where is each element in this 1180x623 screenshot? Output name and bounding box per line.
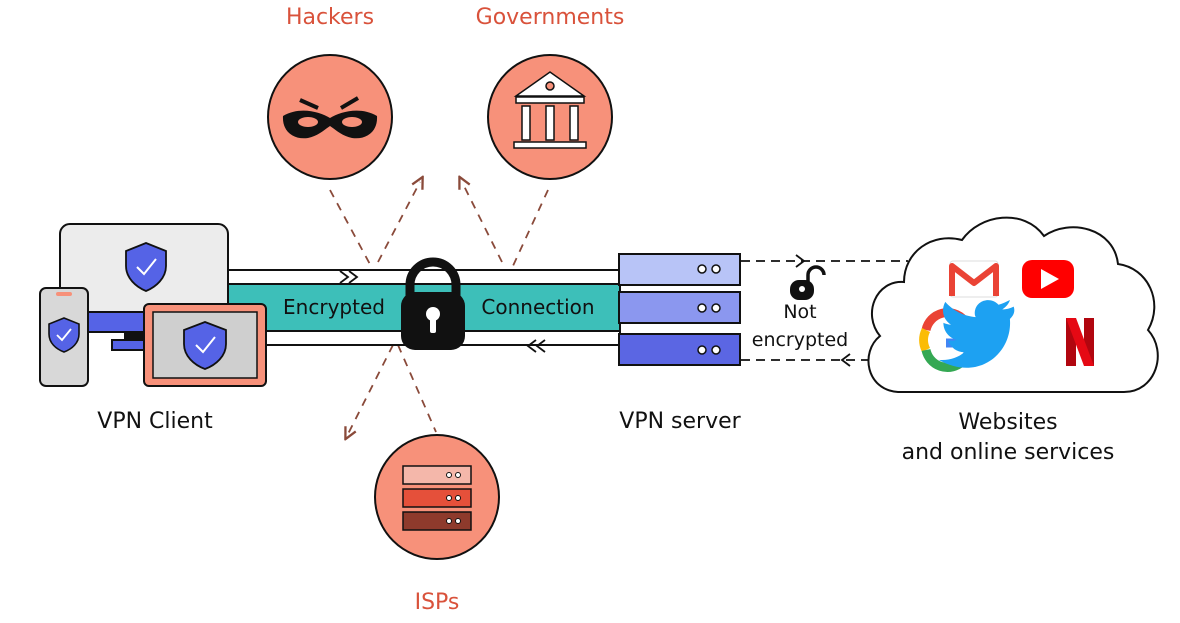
server-rack-icon [402,465,472,531]
masked-bandit-icon [282,96,378,139]
isp-arrow-out [397,344,437,433]
encrypted-label: Encrypted [283,295,385,319]
unencrypted-links [741,254,908,367]
interception-arrows [329,182,549,434]
vpn-client-devices [39,223,267,387]
vpn-client-label: VPN Client [97,409,213,434]
twitter-icon [938,300,1015,368]
websites-label-line1: Websites [958,410,1058,435]
tablet-icon [143,303,267,387]
vpn-server-label: VPN server [619,409,741,434]
not-encrypted-label-line1: Not [783,301,817,323]
isps-label: ISPs [414,590,460,615]
outbound-chevrons [339,270,359,284]
isps-node [374,434,500,560]
shield-icon [183,321,227,370]
governments-node [487,54,613,180]
cloud-services [867,216,1159,393]
hackers-node [267,54,393,180]
government-arrow-in [511,189,549,269]
connection-label: Connection [481,295,595,319]
inbound-chevrons [526,339,546,353]
shield-icon [125,242,167,292]
government-arrow-out [462,182,503,263]
open-padlock-icon [790,265,826,300]
hackers-label: Hackers [285,5,375,30]
vpn-server-stack [618,253,741,366]
youtube-icon [1022,260,1074,298]
shield-icon [48,317,80,353]
government-building-icon [513,71,587,149]
hacker-arrow-in [329,189,373,269]
phone-icon [39,287,89,387]
netflix-icon [1066,318,1094,366]
hacker-arrow-out [377,182,420,263]
gmail-icon [949,260,999,298]
governments-label: Governments [475,5,625,30]
websites-label-line2: and online services [901,440,1115,465]
not-encrypted-label-line2: encrypted [751,329,849,351]
padlock-icon [401,257,465,350]
isp-arrow-in [348,344,394,434]
